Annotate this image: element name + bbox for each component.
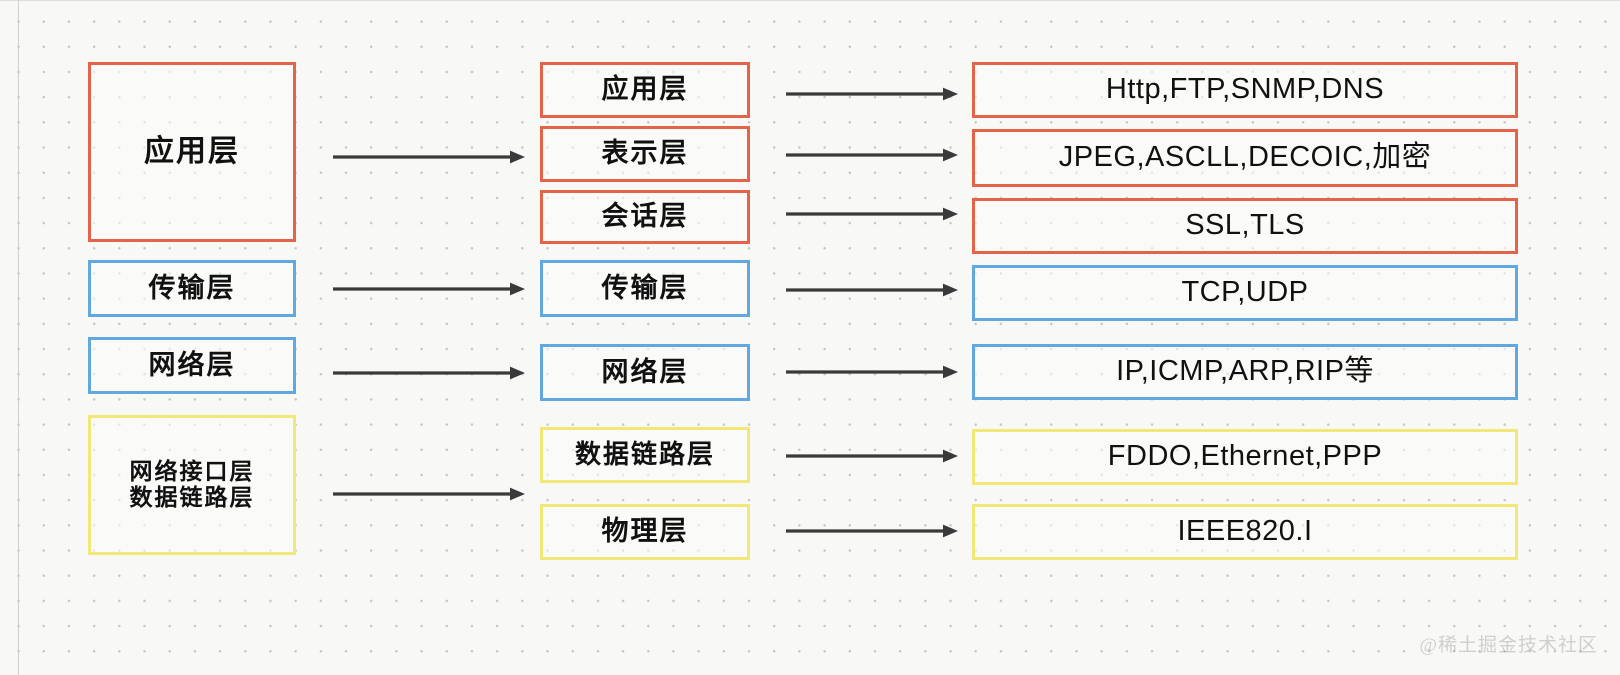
protocols-box-2: SSL,TLS — [972, 198, 1518, 254]
protocols-box-0-label: Http,FTP,SNMP,DNS — [1105, 73, 1385, 106]
arrow-osi-network-to-protocols — [786, 362, 958, 382]
osi-box-2-label: 会话层 — [601, 201, 689, 232]
arrow-network-to-osi-network — [333, 363, 525, 383]
arrow-app-to-osi-app — [333, 147, 525, 167]
tcpip-box-2-label: 网络层 — [148, 349, 236, 380]
tcpip-box-2: 网络层 — [88, 337, 296, 394]
osi-box-5-label: 数据链路层 — [574, 440, 715, 470]
osi-box-4-label: 网络层 — [601, 356, 689, 387]
left-guide-line — [18, 0, 19, 675]
osi-box-1: 表示层 — [540, 126, 750, 182]
osi-box-0: 应用层 — [540, 62, 750, 118]
osi-box-5: 数据链路层 — [540, 427, 750, 483]
tcpip-box-1: 传输层 — [88, 260, 296, 317]
osi-box-4: 网络层 — [540, 344, 750, 401]
osi-box-3: 传输层 — [540, 260, 750, 317]
tcpip-box-0: 应用层 — [88, 62, 296, 242]
arrow-osi-presentation-to-protocols — [786, 145, 958, 165]
arrow-osi-link-to-protocols — [786, 446, 958, 466]
protocols-box-6-label: IEEE820.I — [1177, 515, 1313, 548]
osi-box-1-label: 表示层 — [601, 138, 689, 169]
protocols-box-4-label: IP,ICMP,ARP,RIP等 — [1116, 355, 1374, 388]
protocols-box-4: IP,ICMP,ARP,RIP等 — [972, 344, 1518, 400]
protocols-box-2-label: SSL,TLS — [1185, 209, 1305, 242]
protocols-box-1: JPEG,ASCLL,DECOIC,加密 — [972, 129, 1518, 187]
osi-box-6: 物理层 — [540, 504, 750, 560]
protocols-box-3: TCP,UDP — [972, 265, 1518, 321]
osi-box-3-label: 传输层 — [601, 272, 689, 303]
osi-box-6-label: 物理层 — [601, 516, 689, 547]
protocols-box-3-label: TCP,UDP — [1181, 276, 1309, 309]
arrow-osi-session-to-protocols — [786, 204, 958, 224]
tcpip-box-3-label: 网络接口层数据链路层 — [129, 458, 255, 510]
arrow-osi-app-to-protocols — [786, 84, 958, 104]
arrow-link-to-osi-link — [333, 484, 525, 504]
tcpip-box-0-label: 应用层 — [144, 134, 240, 168]
protocols-box-0: Http,FTP,SNMP,DNS — [972, 62, 1518, 118]
protocols-box-1-label: JPEG,ASCLL,DECOIC,加密 — [1058, 141, 1432, 174]
tcpip-box-3: 网络接口层数据链路层 — [88, 415, 296, 555]
protocols-box-6: IEEE820.I — [972, 504, 1518, 560]
arrow-osi-physical-to-protocols — [786, 521, 958, 541]
tcpip-box-1-label: 传输层 — [148, 272, 236, 303]
arrow-transport-to-osi-transport — [333, 279, 525, 299]
osi-box-0-label: 应用层 — [601, 74, 689, 105]
protocols-box-5-label: FDDO,Ethernet,PPP — [1107, 440, 1383, 473]
watermark: @稀土掘金技术社区 — [1419, 635, 1598, 656]
osi-box-2: 会话层 — [540, 190, 750, 244]
arrow-osi-transport-to-protocols — [786, 280, 958, 300]
protocols-box-5: FDDO,Ethernet,PPP — [972, 429, 1518, 485]
